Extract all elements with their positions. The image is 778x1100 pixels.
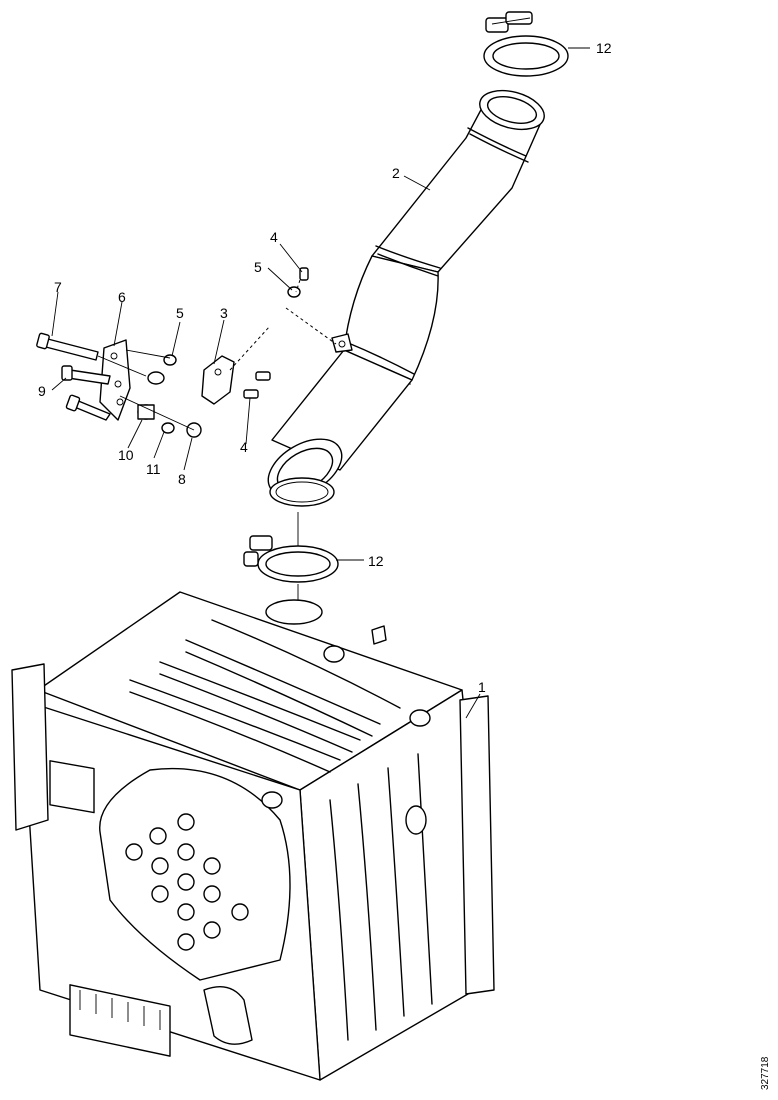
bracket-assembly [36,267,337,438]
label-12-lower: 12 [368,553,384,569]
silencer-box [11,591,495,1081]
leader-lines [51,47,590,719]
label-8: 8 [178,471,186,487]
label-10: 10 [118,447,134,463]
label-2: 2 [392,165,400,181]
label-12-top: 12 [596,40,612,56]
label-11: 11 [146,461,161,477]
label-5-right: 5 [254,259,262,275]
label-5-left: 5 [176,305,184,321]
hose-clamp-top [483,11,569,77]
label-7: 7 [54,279,62,295]
label-9: 9 [38,383,46,399]
label-1: 1 [478,679,486,695]
label-6: 6 [118,289,126,305]
part-labels: 12 2 4 5 7 6 5 3 9 4 10 11 8 12 1 [38,40,612,695]
hose-clamp-lower [243,512,339,600]
exhaust-pipe [267,89,545,507]
label-3: 3 [220,305,228,321]
drawing-number: 327718 [760,1056,771,1090]
label-4-bottom: 4 [240,439,248,455]
label-4-top: 4 [270,229,278,245]
